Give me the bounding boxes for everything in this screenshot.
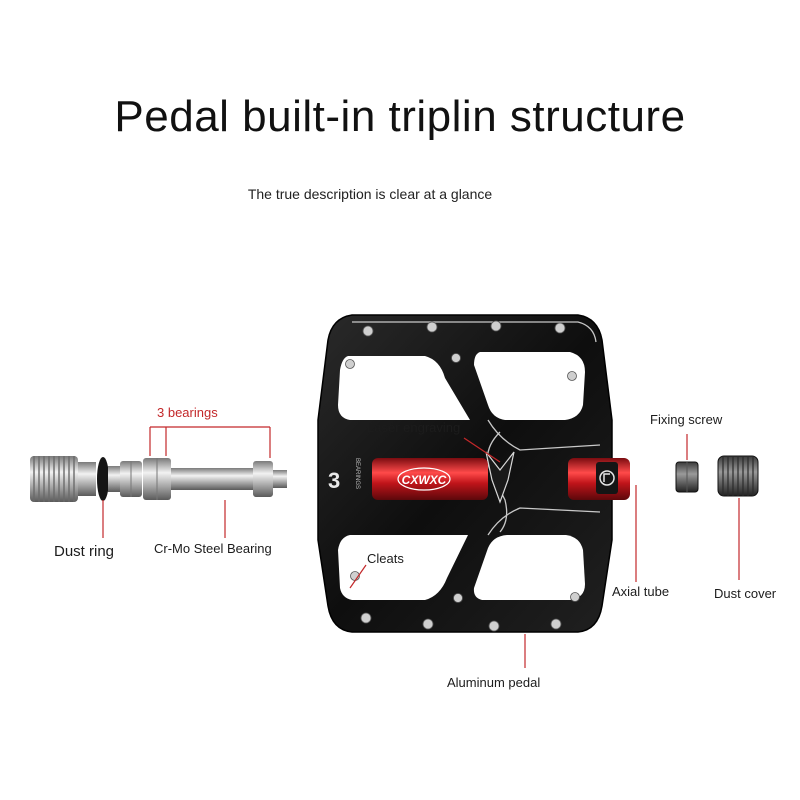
pedal-cutout	[338, 535, 468, 600]
pedal-cutout	[474, 352, 585, 420]
leader-lines	[102, 434, 740, 668]
dust-cover	[717, 455, 759, 497]
side-badge: 3 BEARINGS	[328, 458, 360, 493]
label-bearing: Cr-Mo Steel Bearing	[154, 541, 272, 556]
spindle-shaft	[171, 468, 253, 490]
page-subtitle: The true description is clear at a glanc…	[247, 186, 493, 202]
label-bearings: 3 bearings	[157, 405, 218, 420]
spindle-collar	[78, 462, 96, 496]
brand-logo: CXWXC	[402, 473, 447, 487]
label-axial-tube: Axial tube	[612, 584, 670, 599]
side-text: BEARINGS	[354, 458, 360, 489]
page-title: Pedal built-in triplin structure	[114, 92, 686, 141]
label-laser-engraving: Laser engraving	[367, 420, 461, 435]
dust-ring	[97, 457, 109, 501]
spindle-thread	[30, 456, 78, 502]
label-dust-cover: Dust cover	[714, 586, 777, 601]
label-cleats: Cleats	[367, 551, 404, 566]
side-number: 3	[328, 468, 340, 493]
axial-tube-right	[568, 458, 630, 500]
spindle-assembly	[30, 456, 287, 502]
pedal-cutout	[338, 356, 470, 420]
label-dust-ring: Dust ring	[54, 543, 115, 560]
label-fixing-screw: Fixing screw	[650, 412, 723, 427]
axial-tube-left: CXWXC	[372, 458, 488, 500]
label-aluminum-pedal: Aluminum pedal	[447, 675, 541, 690]
fixing-screw	[675, 461, 699, 493]
pedal-cutout	[473, 535, 585, 600]
bearings-bracket	[149, 426, 271, 458]
bearing-3	[253, 461, 273, 497]
laser-engraving-mark	[485, 451, 515, 504]
